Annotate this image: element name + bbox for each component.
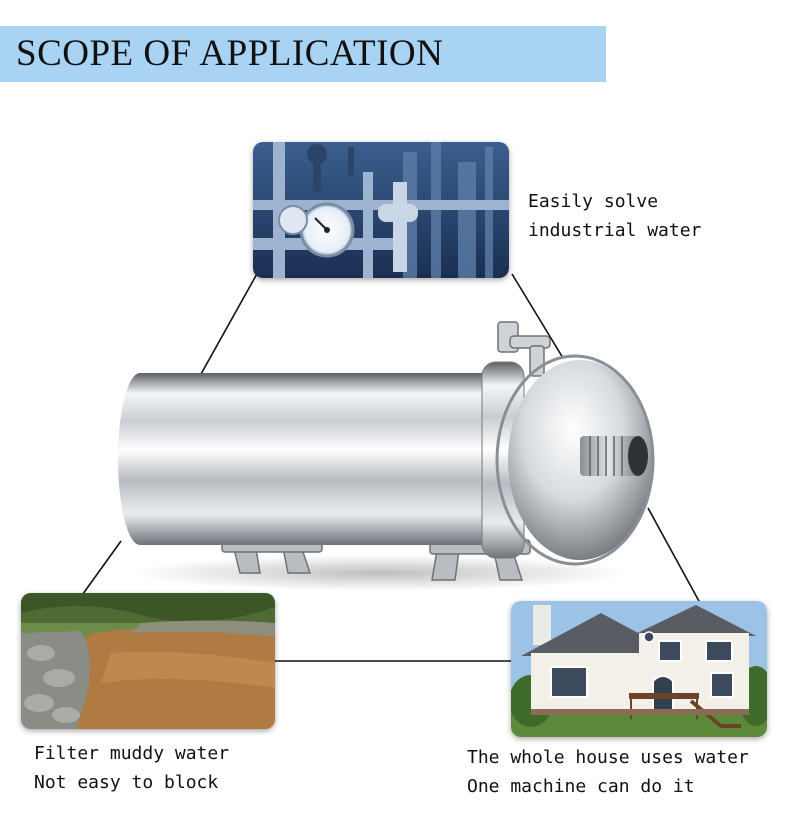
stainless-steel-water-filter-image bbox=[110, 318, 670, 593]
industrial-caption: Easily solve industrial water bbox=[528, 187, 701, 245]
house-caption-line1: The whole house uses water bbox=[467, 747, 749, 768]
page-title: SCOPE OF APPLICATION bbox=[16, 33, 444, 74]
house-caption-line2: One machine can do it bbox=[467, 776, 695, 797]
industrial-caption-line1: Easily solve bbox=[528, 191, 659, 212]
connector-top-left bbox=[195, 271, 259, 384]
muddy-caption-line1: Filter muddy water bbox=[34, 743, 230, 764]
muddy-caption: Filter muddy water Not easy to block bbox=[34, 739, 229, 797]
muddy-stream-image bbox=[21, 593, 275, 729]
muddy-caption-line2: Not easy to block bbox=[34, 772, 219, 793]
house-caption: The whole house uses water One machine c… bbox=[467, 743, 749, 801]
connector-top-right bbox=[511, 273, 564, 359]
connector-bottom-left bbox=[79, 540, 122, 599]
house-image bbox=[511, 601, 767, 737]
industrial-pipes-gauge-image bbox=[253, 142, 509, 278]
connector-bottom-right bbox=[647, 507, 701, 604]
industrial-caption-line2: industrial water bbox=[528, 220, 702, 241]
title-band bbox=[0, 26, 606, 82]
